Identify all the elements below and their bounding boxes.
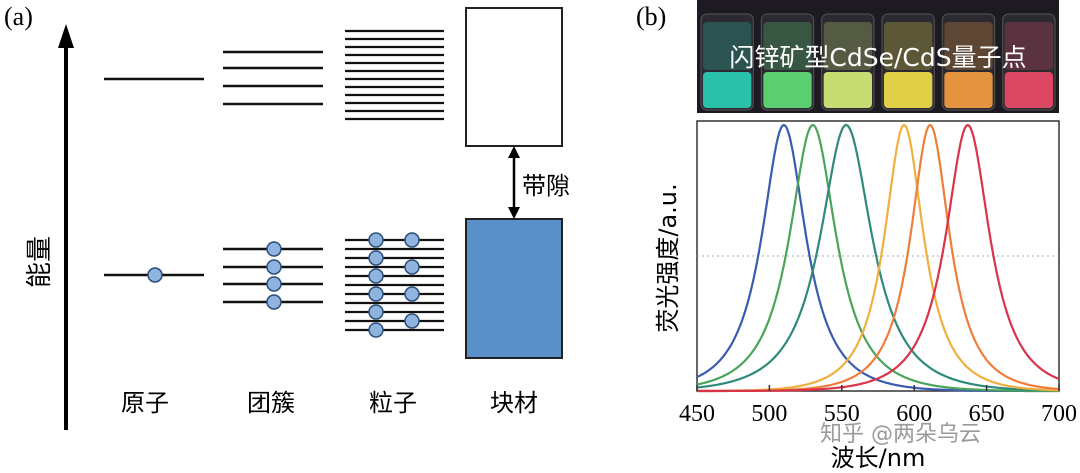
conduction-band xyxy=(465,7,563,147)
x-tick-label: 650 xyxy=(969,401,1005,427)
vial-glow xyxy=(944,72,993,108)
electron-dot xyxy=(368,268,384,284)
panel-b-label: (b) xyxy=(636,2,667,31)
watermark: 知乎 @两朵乌云 xyxy=(820,422,981,447)
electron-dot xyxy=(368,250,384,266)
electron-dot xyxy=(266,276,282,292)
x-axis-label: 波长/nm xyxy=(831,444,926,472)
bulk-bands xyxy=(465,7,563,359)
cluster-levels xyxy=(223,50,323,310)
electron-dot xyxy=(404,286,420,302)
panel-a-label: (a) xyxy=(4,2,33,31)
x-tick-label: 550 xyxy=(824,401,860,427)
vial-glass xyxy=(884,22,933,70)
x-tick-label: 450 xyxy=(679,401,715,427)
quantum-dot-photo xyxy=(697,0,1059,113)
vial-glow xyxy=(703,72,752,108)
vial-glow xyxy=(823,72,872,108)
electron-dot xyxy=(368,286,384,302)
electron-dot xyxy=(266,259,282,275)
vial-glass xyxy=(823,22,872,70)
particle-levels xyxy=(345,29,444,338)
electron-dot xyxy=(147,267,163,283)
electron-dot xyxy=(404,313,420,329)
spectrum-series-5 xyxy=(697,123,1060,393)
electron-dot xyxy=(368,232,384,248)
vial-glass xyxy=(944,22,993,70)
column-label-atom: 原子 xyxy=(121,389,169,417)
column-label-cluster: 团簇 xyxy=(247,389,295,417)
spectrum-series-2 xyxy=(696,123,1059,392)
x-tick-label: 600 xyxy=(896,401,932,427)
electron-dot xyxy=(404,232,420,248)
y-axis-label: 荧光强度/a.u. xyxy=(654,183,682,332)
vial-glass xyxy=(703,22,752,70)
spectrum-series-1 xyxy=(696,123,1059,392)
spectrum-chart: 450 500 550 600 650 700 xyxy=(679,120,1077,427)
vial-glow xyxy=(884,72,933,108)
electron-dot xyxy=(368,304,384,320)
vial-glow xyxy=(1004,72,1053,108)
electron-dot xyxy=(266,241,282,257)
column-label-bulk: 块材 xyxy=(490,389,538,417)
x-tick-label: 700 xyxy=(1041,401,1077,427)
energy-axis xyxy=(58,24,74,430)
band-gap-label: 带隙 xyxy=(522,172,570,200)
column-label-particle: 粒子 xyxy=(369,389,417,417)
valence-band xyxy=(465,218,563,359)
vial-glow xyxy=(763,72,812,108)
vial-glass xyxy=(763,22,812,70)
electron-dot xyxy=(266,294,282,310)
electron-dot xyxy=(368,322,384,338)
x-tick-label: 500 xyxy=(751,401,787,427)
vial-glass xyxy=(1004,22,1053,70)
energy-axis-label: 能量 xyxy=(25,236,55,288)
electron-dot xyxy=(404,259,420,275)
atom-levels xyxy=(104,77,204,283)
photo-caption: 闪锌矿型CdSe/CdS量子点 xyxy=(729,43,1026,72)
